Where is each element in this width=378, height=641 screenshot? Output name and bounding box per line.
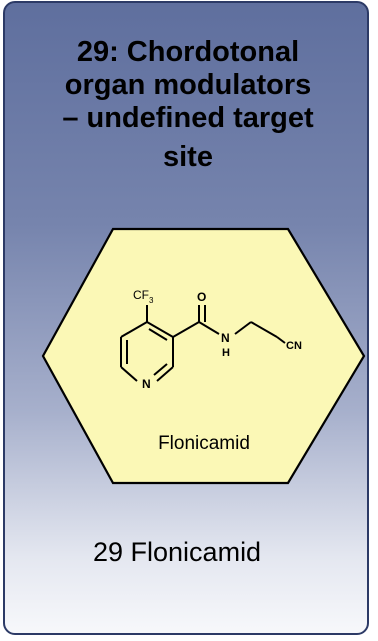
pyridine-ring	[120, 321, 174, 382]
oxygen-label: O	[197, 290, 206, 304]
compound-hexagon: CF3 O N H N CN Flonicamid	[41, 225, 367, 487]
nitrile-label: CN	[286, 340, 302, 352]
title-line: organ modulators	[64, 69, 312, 101]
ring-nitrogen-label: N	[142, 377, 151, 391]
title-line: – undefined target	[62, 102, 314, 134]
amide-chain	[172, 305, 286, 344]
cf3-label: CF3	[133, 288, 154, 305]
amide-nitrogen-label: N	[221, 331, 230, 345]
compound-name: Flonicamid	[158, 433, 250, 454]
amide-hydrogen-label: H	[222, 347, 230, 359]
group-caption: 29 Flonicamid	[93, 537, 262, 567]
moa-group-card: 29: Chordotonal organ modulators – undef…	[3, 1, 369, 635]
title-line: 29: Chordotonal	[76, 36, 300, 68]
flonicamid-structure: CF3 O N H N CN Flonicamid	[41, 227, 366, 485]
group-title: 29: Chordotonal organ modulators – undef…	[15, 36, 361, 174]
title-line: site	[163, 141, 213, 173]
hexagon-shape	[41, 227, 366, 485]
